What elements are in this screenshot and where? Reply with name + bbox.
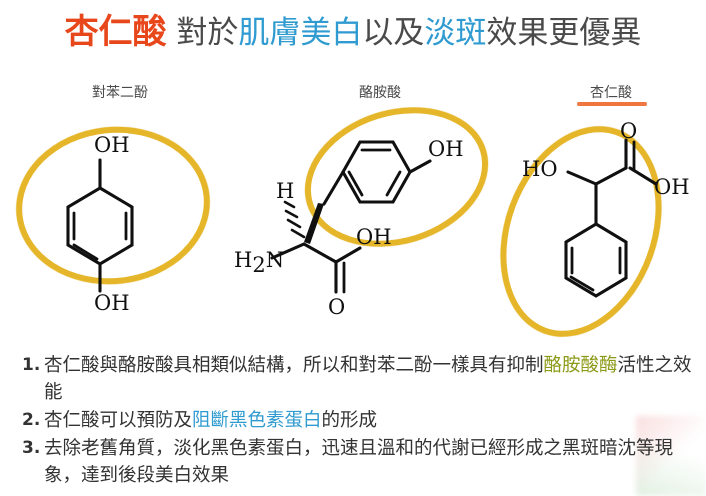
atom-label-acid-oh: OH [356, 225, 392, 249]
title-segment-skin-whitening: 肌膚美白 [238, 15, 363, 51]
list-item: 1.杏仁酸與酪胺酸具相類似結構，所以和對苯二酚一樣具有抑制酪胺酸酶活性之效能 [22, 352, 698, 406]
structure-hydroquinone: OH OH [66, 133, 134, 315]
list-item: 2.杏仁酸可以預防及阻斷黑色素蛋白的形成 [22, 407, 698, 434]
page-title: 杏仁酸 對於肌膚美白以及淡斑效果更優異 [0, 6, 706, 59]
list-item-text-part: 的形成 [321, 410, 378, 431]
list-item-number: 1. [22, 355, 41, 375]
list-item-highlight-block-melanin: 阻斷黑色素蛋白 [192, 410, 322, 431]
atom-label-hydroxyl: HO [522, 157, 558, 181]
compound-label-mandelic-acid: 杏仁酸 [590, 85, 632, 101]
list-item-text-part: 去除老舊角質，淡化黑色素蛋白，迅速且溫和的代謝已經形成之黑斑暗沈等現象，達到後段… [44, 438, 674, 486]
atom-label-carbonyl-o: O [328, 295, 345, 319]
compound-label-hydroquinone: 對苯二酚 [92, 85, 148, 101]
list-item-highlight-tyrosinase: 酪胺酸酶 [543, 355, 618, 376]
title-segment-and: 以及 [362, 15, 425, 51]
atom-label-oh-top: OH [94, 133, 130, 157]
title-segment-mandelic: 杏仁酸 [64, 12, 167, 52]
title-segment-spot-fading: 淡斑 [424, 15, 487, 51]
structure-tyrosine: OH H H2N O OH [234, 137, 464, 319]
list-item-text-part: 杏仁酸與酪胺酸具相類似結構，所以和對苯二酚一樣具有抑制 [44, 355, 544, 376]
atom-label-h-stereo: H [276, 179, 294, 203]
atom-label-carbonyl-o: O [620, 119, 637, 143]
atom-label-oh-ring: OH [428, 137, 464, 161]
list-item-text-part: 杏仁酸可以預防及 [44, 410, 193, 431]
list-item: 3.去除老舊角質，淡化黑色素蛋白，迅速且溫和的代謝已經形成之黑斑暗沈等現象，達到… [22, 435, 698, 489]
list-item-text-part: 活性之效能 [44, 355, 692, 403]
atom-label-amine: H2N [234, 248, 284, 277]
atom-label-acid-oh: OH [654, 175, 690, 199]
title-segment-superior-effect: 效果更優異 [486, 15, 642, 51]
atom-label-oh-bottom: OH [94, 291, 130, 315]
list-item-number: 2. [22, 410, 41, 430]
list-item-number: 3. [22, 438, 41, 458]
compound-label-underline [577, 102, 647, 106]
benefits-list: 1.杏仁酸與酪胺酸具相類似結構，所以和對苯二酚一樣具有抑制酪胺酸酶活性之效能 2… [22, 352, 698, 490]
title-segment-for: 對於 [166, 15, 239, 51]
compound-label-tyrosine: 酪胺酸 [359, 85, 401, 101]
structure-mandelic-acid: HO O OH [522, 119, 690, 298]
